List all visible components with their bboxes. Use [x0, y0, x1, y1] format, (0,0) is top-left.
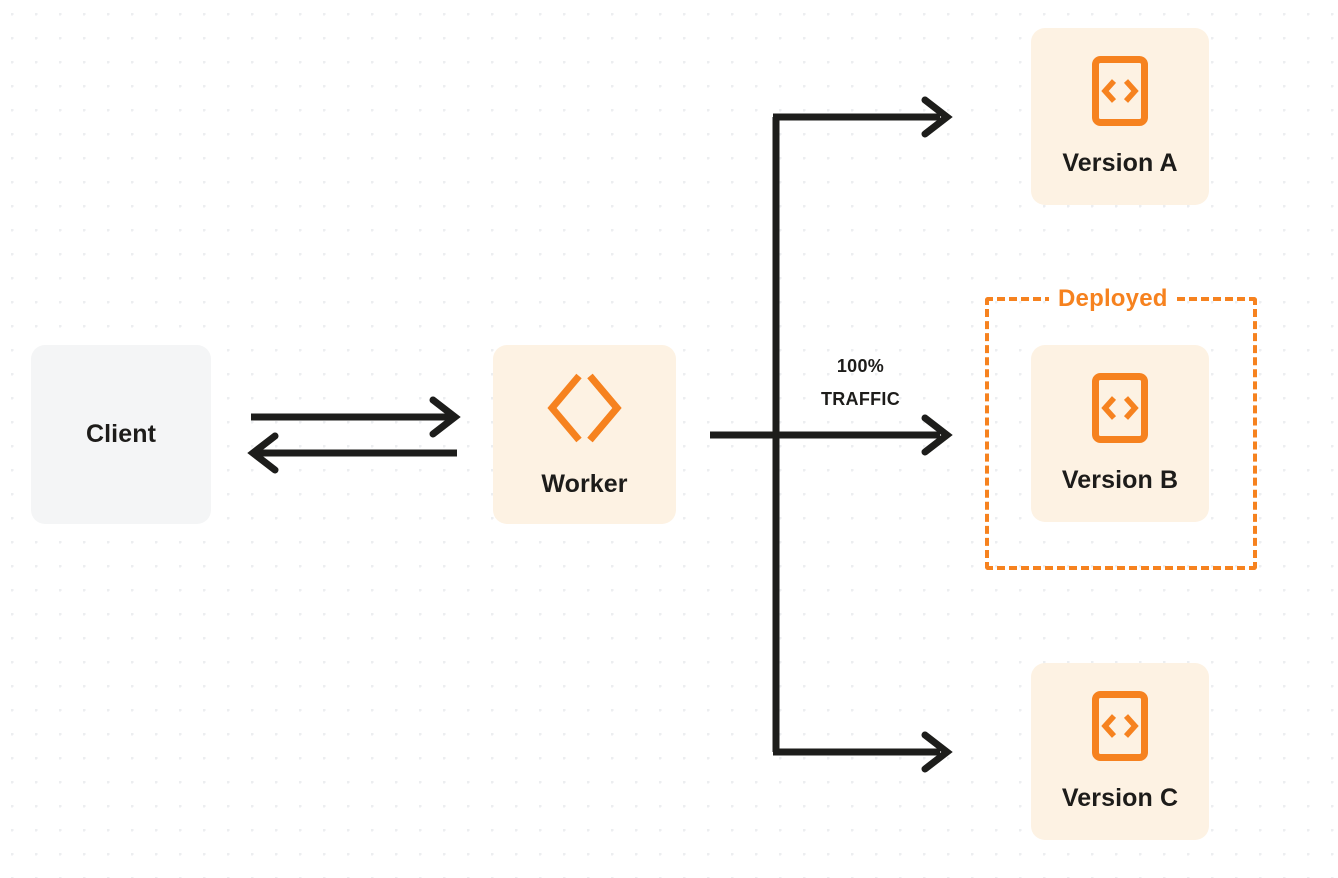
edge-worker-to-version-a [773, 96, 953, 138]
traffic-percent: 100% [836, 356, 885, 376]
node-worker[interactable]: Worker [493, 345, 676, 524]
edge-worker-to-version-b [710, 414, 953, 456]
node-client-label: Client [85, 420, 157, 448]
edge-worker-to-version-c [773, 731, 953, 773]
node-version-a-label: Version A [1062, 149, 1178, 177]
deployed-group-label: Deployed [1049, 286, 1177, 312]
node-version-a[interactable]: Version A [1031, 28, 1209, 205]
node-version-b-label: Version B [1061, 466, 1179, 494]
edge-worker-to-client [247, 432, 457, 474]
cloudflare-workers-icon [546, 371, 624, 450]
node-worker-label: Worker [541, 469, 628, 498]
node-version-c[interactable]: Version C [1031, 663, 1209, 840]
node-version-b[interactable]: Version B [1031, 345, 1209, 522]
traffic-label: 100% TRAFFIC [783, 350, 938, 416]
traffic-word: TRAFFIC [820, 389, 901, 409]
node-client[interactable]: Client [31, 345, 211, 524]
edge-client-to-worker [251, 396, 461, 438]
code-file-icon [1091, 690, 1149, 767]
code-file-icon [1091, 372, 1149, 449]
node-version-c-label: Version C [1061, 784, 1179, 812]
code-file-icon [1091, 55, 1149, 132]
